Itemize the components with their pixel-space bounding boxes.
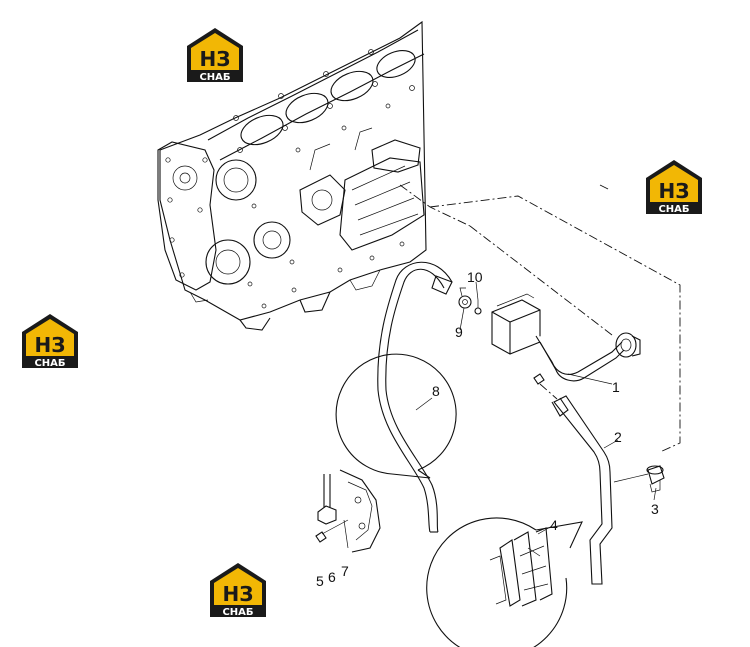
logo-top-left: НЗ СНАБ (187, 28, 243, 83)
logo-top-right: НЗ СНАБ (646, 160, 702, 215)
callout-9: 9 (455, 324, 463, 340)
logo-bottom-center-main: НЗ (223, 582, 254, 606)
logo-bottom-center-sub: СНАБ (222, 607, 253, 618)
callout-6: 6 (328, 569, 336, 585)
logo-mid-left-sub: СНАБ (34, 358, 65, 369)
tube-part-2 (551, 395, 613, 585)
fitting-part-3 (613, 465, 665, 493)
breather-part-1 (491, 293, 641, 385)
callout-1: 1 (612, 379, 620, 395)
callout-3: 3 (651, 501, 659, 517)
logo-top-left-sub: СНАБ (199, 72, 230, 83)
logo-mid-left: НЗ СНАБ (22, 314, 78, 369)
callout-5: 5 (316, 573, 324, 589)
callout-4: 4 (550, 517, 558, 533)
callout-10: 10 (467, 269, 483, 285)
detail-circle-left (315, 353, 457, 553)
reference-lines (399, 184, 681, 453)
leader-lines (415, 281, 657, 535)
engine-block (157, 20, 427, 331)
logo-top-right-main: НЗ (659, 179, 690, 203)
logo-top-right-sub: СНАБ (658, 204, 689, 215)
callout-8: 8 (432, 383, 440, 399)
hose-part-8 (377, 261, 453, 533)
callouts: 1 2 3 4 5 6 7 8 9 10 (316, 269, 659, 589)
detail-circle-bottom (426, 517, 583, 647)
callout-7: 7 (341, 563, 349, 579)
logo-top-left-main: НЗ (200, 47, 231, 71)
logo-mid-left-main: НЗ (35, 333, 66, 357)
clamp-part-9 (458, 287, 472, 309)
bolt-part-10 (474, 300, 482, 315)
callout-2: 2 (614, 429, 622, 445)
logo-bottom-center: НЗ СНАБ (210, 563, 266, 618)
